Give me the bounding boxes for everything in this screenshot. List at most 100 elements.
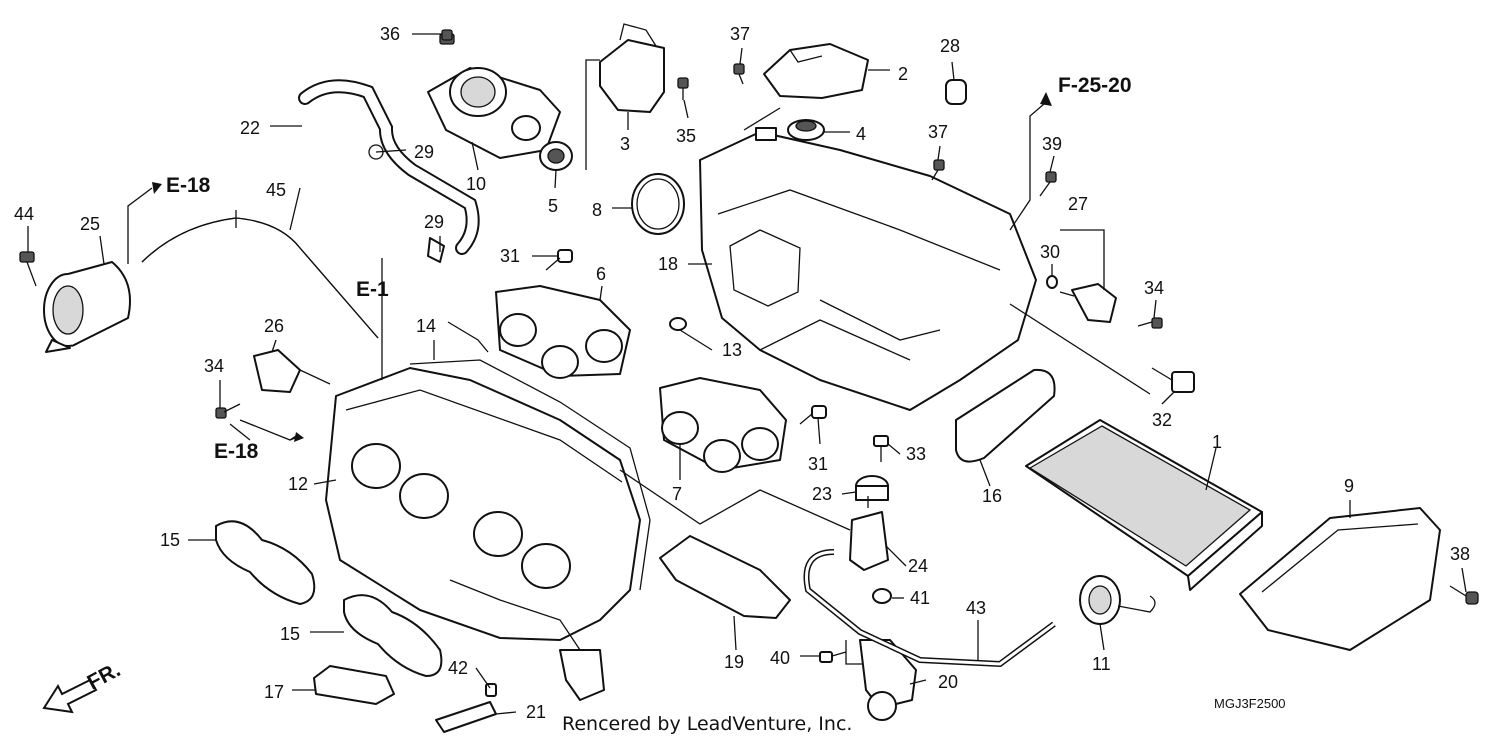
part-36-screw xyxy=(441,29,453,41)
callout-29-lower[interactable]: 29 xyxy=(424,212,444,232)
part-15-seal-lower xyxy=(343,594,443,677)
ref-f-25-20[interactable]: F-25-20 xyxy=(1058,74,1132,97)
callout-12[interactable]: 12 xyxy=(288,474,308,494)
callout-14[interactable]: 14 xyxy=(416,316,436,336)
part-14-gasket xyxy=(409,359,651,591)
part-27-sensor xyxy=(1059,283,1117,323)
callout-7[interactable]: 7 xyxy=(672,484,682,504)
callout-10[interactable]: 10 xyxy=(466,174,486,194)
callout-34-left[interactable]: 34 xyxy=(204,356,224,376)
part-31-bolt-mid xyxy=(799,405,827,425)
callout-23[interactable]: 23 xyxy=(812,484,832,504)
callout-13[interactable]: 13 xyxy=(722,340,742,360)
callout-17[interactable]: 17 xyxy=(264,682,284,702)
part-24-solenoid xyxy=(849,496,889,571)
credit-line: Rencered by LeadVenture, Inc. xyxy=(562,713,852,735)
callout-41[interactable]: 41 xyxy=(910,588,930,608)
callout-32[interactable]: 32 xyxy=(1152,410,1172,430)
callout-35[interactable]: 35 xyxy=(676,126,696,146)
callout-25[interactable]: 25 xyxy=(80,214,100,234)
part-1-air-filter xyxy=(1025,419,1263,591)
callout-39[interactable]: 39 xyxy=(1042,134,1062,154)
part-40-screw xyxy=(819,651,847,663)
callout-5[interactable]: 5 xyxy=(548,196,558,216)
callout-31-lower[interactable]: 31 xyxy=(808,454,828,474)
callout-44[interactable]: 44 xyxy=(14,204,34,224)
callout-21[interactable]: 21 xyxy=(526,702,546,722)
callout-15-upper[interactable]: 15 xyxy=(160,530,180,550)
part-26-sensor xyxy=(253,349,301,393)
part-43-hose xyxy=(803,549,1056,668)
drawing-number: MGJ3F2500 xyxy=(1214,696,1286,711)
callout-11[interactable]: 11 xyxy=(1092,654,1111,674)
callout-9[interactable]: 9 xyxy=(1344,476,1354,496)
callout-16[interactable]: 16 xyxy=(982,486,1002,506)
leader-lines xyxy=(27,33,1467,715)
callout-37-upper[interactable]: 37 xyxy=(730,24,750,44)
callout-27[interactable]: 27 xyxy=(1068,194,1088,214)
part-4-plug xyxy=(787,119,825,141)
callout-20[interactable]: 20 xyxy=(938,672,958,692)
callout-29-upper[interactable]: 29 xyxy=(414,142,434,162)
callout-2[interactable]: 2 xyxy=(898,64,908,84)
part-2-duct-cover xyxy=(763,43,869,99)
callout-26[interactable]: 26 xyxy=(264,316,284,336)
ref-e-18-top[interactable]: E-18 xyxy=(166,174,211,197)
callout-8[interactable]: 8 xyxy=(592,200,602,220)
part-13-washer xyxy=(669,317,687,331)
part-22-breather-hose xyxy=(298,79,480,263)
ref-e-18-bottom[interactable]: E-18 xyxy=(214,440,259,463)
callout-30[interactable]: 30 xyxy=(1040,242,1060,262)
part-23-cap xyxy=(855,475,889,501)
ref-e-1[interactable]: E-1 xyxy=(356,278,389,301)
part-5-grommet xyxy=(539,141,573,171)
part-12-lower-case xyxy=(325,367,641,701)
callout-28[interactable]: 28 xyxy=(940,36,960,56)
callout-3[interactable]: 3 xyxy=(620,134,630,154)
part-16-seal xyxy=(955,368,1056,463)
callout-33[interactable]: 33 xyxy=(906,444,926,464)
callout-38[interactable]: 38 xyxy=(1450,544,1470,564)
part-32-bolt xyxy=(1151,367,1195,393)
part-8-o-ring xyxy=(631,173,685,235)
callout-36[interactable]: 36 xyxy=(380,24,400,44)
part-11-valve xyxy=(1079,575,1156,625)
part-9-cover xyxy=(1239,507,1441,651)
part-30-washer xyxy=(1046,275,1058,289)
callout-45[interactable]: 45 xyxy=(266,180,286,200)
callout-15-lower[interactable]: 15 xyxy=(280,624,300,644)
part-34-screw-right xyxy=(1137,317,1163,329)
front-direction-arrow: FR. xyxy=(42,658,124,714)
callout-43[interactable]: 43 xyxy=(966,598,986,618)
reference-labels: F-25-20 E-18 E-18 E-1 xyxy=(166,74,1132,463)
part-3-resonator xyxy=(599,23,665,113)
part-6-connector xyxy=(495,285,631,379)
callout-37-lower[interactable]: 37 xyxy=(928,122,948,142)
part-37-screw-top xyxy=(733,63,745,85)
part-21-rod xyxy=(435,701,497,733)
part-10-intake-boot xyxy=(427,33,561,159)
callout-1[interactable]: 1 xyxy=(1212,432,1222,452)
part-20-bracket xyxy=(859,639,917,721)
callout-34-right[interactable]: 34 xyxy=(1144,278,1164,298)
callout-6[interactable]: 6 xyxy=(596,264,606,284)
callout-42[interactable]: 42 xyxy=(448,658,468,678)
callout-40[interactable]: 40 xyxy=(770,648,790,668)
callout-18[interactable]: 18 xyxy=(658,254,678,274)
part-31-bolt-top xyxy=(545,249,573,271)
part-25-canister xyxy=(43,261,131,353)
part-41-washer xyxy=(872,588,892,604)
callout-labels: 1 2 3 4 5 6 7 8 9 10 11 12 13 14 15 15 1… xyxy=(14,24,1470,722)
callout-4[interactable]: 4 xyxy=(856,124,866,144)
callout-31-upper[interactable]: 31 xyxy=(500,246,520,266)
part-19-plate xyxy=(659,535,791,619)
callout-22[interactable]: 22 xyxy=(240,118,260,138)
callout-24[interactable]: 24 xyxy=(908,556,928,576)
part-18-upper-case xyxy=(699,127,1037,411)
part-35-screw xyxy=(677,77,689,100)
callout-19[interactable]: 19 xyxy=(724,652,744,672)
part-45-hose xyxy=(141,210,379,339)
part-34-screw-left xyxy=(215,403,241,419)
